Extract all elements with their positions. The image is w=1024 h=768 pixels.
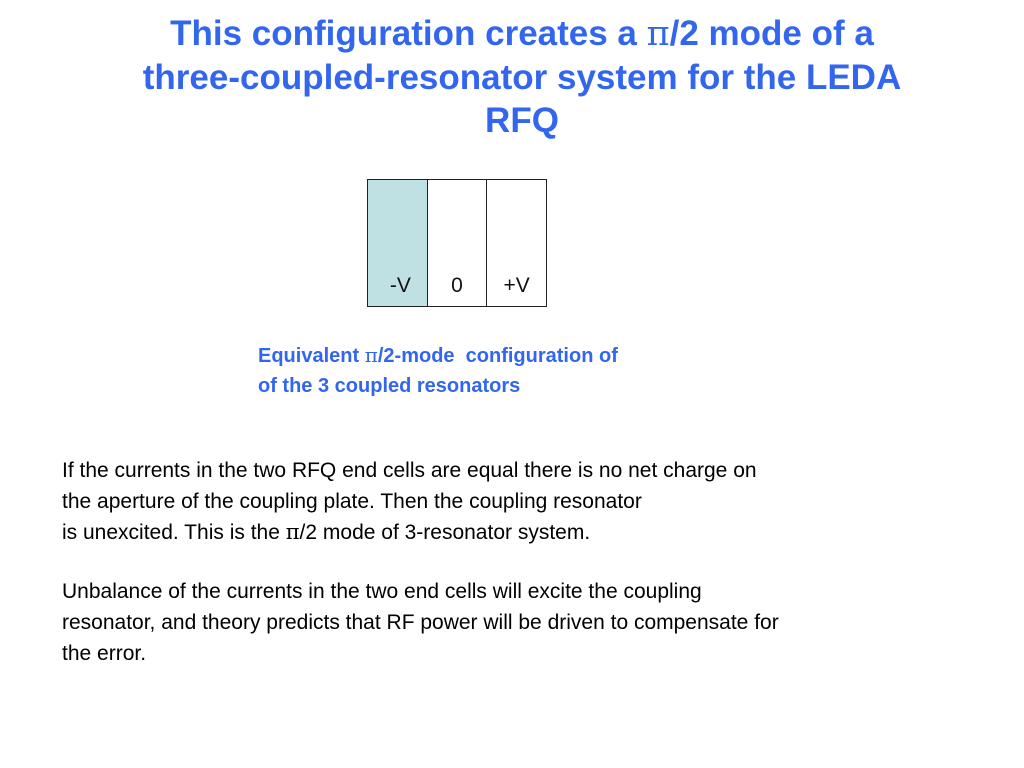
paragraph-1-line-1: If the currents in the two RFQ end cells…	[62, 459, 757, 482]
resonator-label-middle: 0	[451, 274, 463, 297]
paragraph-2-line-1: Unbalance of the currents in the two end…	[62, 580, 702, 603]
caption-text-post: /2-mode configuration of	[377, 345, 618, 367]
resonator-label-left: -V	[389, 274, 411, 297]
paragraph-1-line-2: the aperture of the coupling plate. Then…	[62, 490, 642, 513]
resonator-diagram: -V 0 +V	[367, 179, 547, 307]
paragraph-1-line-3: is unexcited. This is the π/2 mode of 3-…	[62, 517, 962, 548]
title-text-pre: This configuration creates a	[170, 14, 647, 53]
paragraph-2: Unbalance of the currents in the two end…	[62, 576, 962, 669]
pi-symbol: π	[364, 343, 378, 367]
resonator-cell-left: -V	[368, 180, 428, 306]
pi-symbol: π	[285, 520, 300, 544]
slide-title: This configuration creates a π/2 mode of…	[40, 12, 1004, 142]
title-text-post: /2 mode of a	[669, 14, 874, 53]
paragraph-1: If the currents in the two RFQ end cells…	[62, 455, 962, 548]
title-line-3: RFQ	[485, 101, 559, 140]
diagram-caption: Equivalent π/2-mode configuration of of …	[258, 340, 618, 401]
title-line-2: three-coupled-resonator system for the L…	[142, 58, 902, 97]
caption-text-pre: Equivalent	[258, 345, 365, 367]
caption-line-2: of the 3 coupled resonators	[258, 375, 521, 397]
resonator-cell-middle: 0	[427, 180, 488, 306]
resonator-cell-right: +V	[487, 180, 547, 306]
paragraph-2-line-3: the error.	[62, 642, 147, 665]
paragraph-1-text-pre: is unexcited. This is the	[62, 521, 286, 544]
title-line-1: This configuration creates a π/2 mode of…	[40, 12, 1004, 56]
resonator-label-right: +V	[503, 274, 530, 297]
pi-symbol: π	[646, 14, 670, 54]
paragraph-1-text-post: /2 mode of 3-resonator system.	[299, 521, 591, 544]
paragraph-2-line-2: resonator, and theory predicts that RF p…	[62, 611, 779, 634]
